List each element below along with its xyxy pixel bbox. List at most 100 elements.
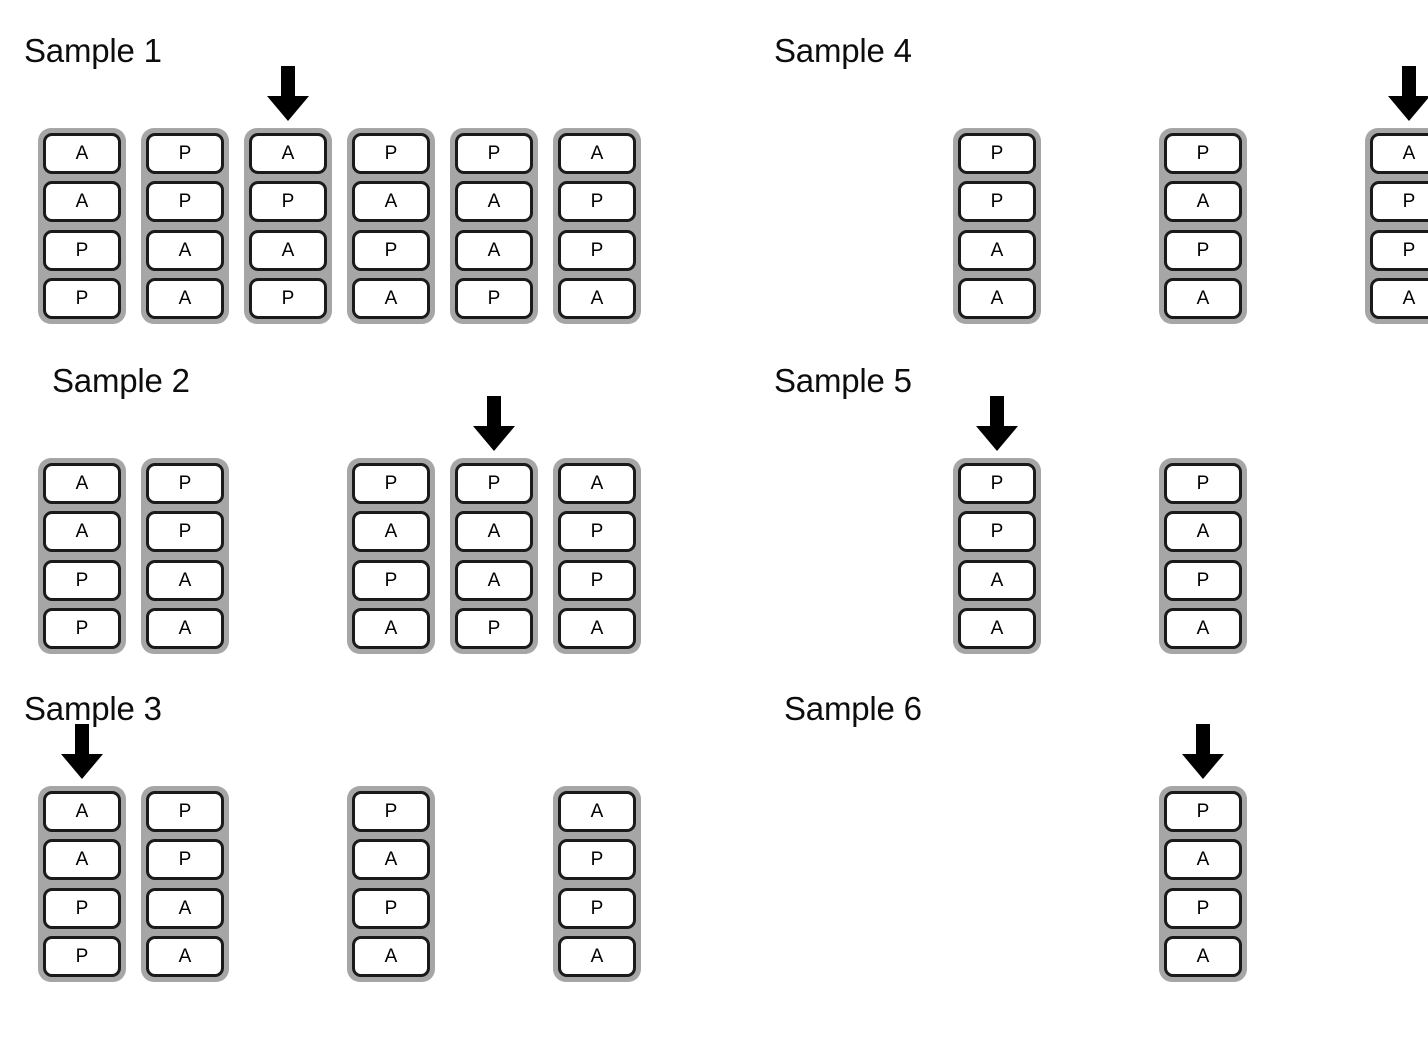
sequence-cell[interactable]: P — [43, 607, 121, 649]
sequence-cell[interactable]: P — [352, 887, 430, 929]
sequence-cell[interactable]: P — [455, 607, 533, 649]
sequence-cell[interactable]: P — [1164, 229, 1242, 271]
sequence-cell[interactable]: A — [43, 133, 121, 174]
sequence-cell[interactable]: A — [43, 181, 121, 223]
sequence-cell[interactable]: P — [43, 277, 121, 319]
sequence-cell[interactable]: P — [146, 463, 224, 504]
sequence-cell[interactable]: P — [1164, 463, 1242, 504]
sequence-cell[interactable]: A — [1370, 277, 1428, 319]
sequence-cell[interactable]: A — [558, 133, 636, 174]
sequence-cell[interactable]: A — [958, 607, 1036, 649]
sequence-cell[interactable]: P — [455, 133, 533, 174]
sequence-cell[interactable]: P — [352, 133, 430, 174]
sequence-cell[interactable]: P — [352, 791, 430, 832]
sequence-cell[interactable]: A — [958, 559, 1036, 601]
sequence-cell[interactable]: P — [558, 559, 636, 601]
sequence-cell[interactable]: P — [352, 463, 430, 504]
sequence-cell[interactable]: A — [352, 277, 430, 319]
sequence-cell[interactable]: A — [455, 229, 533, 271]
sequence-cell[interactable]: A — [1370, 133, 1428, 174]
sequence-cell[interactable]: A — [352, 839, 430, 881]
sequence-cell[interactable]: P — [558, 887, 636, 929]
sequence-cell[interactable]: P — [249, 181, 327, 223]
sequence-cell[interactable]: A — [1164, 935, 1242, 977]
sequence-cell[interactable]: A — [455, 511, 533, 553]
sequence-cell[interactable]: A — [43, 511, 121, 553]
sequence-cell[interactable]: A — [1164, 839, 1242, 881]
sequence-cell[interactable]: P — [43, 229, 121, 271]
sequence-cell[interactable]: A — [249, 229, 327, 271]
sequence-cell[interactable]: A — [43, 839, 121, 881]
sequence-cell[interactable]: P — [958, 181, 1036, 223]
sequence-cell[interactable]: A — [958, 277, 1036, 319]
sequence-cell[interactable]: A — [1164, 511, 1242, 553]
sequence-cell[interactable]: P — [558, 839, 636, 881]
sequence-cell[interactable]: P — [958, 511, 1036, 553]
sequence-cell[interactable]: P — [146, 839, 224, 881]
sequence-cell[interactable]: A — [146, 277, 224, 319]
sequence-cell[interactable]: A — [352, 181, 430, 223]
sequence-cell[interactable]: A — [146, 935, 224, 977]
sequence-cell[interactable]: P — [1164, 133, 1242, 174]
sequence-cell[interactable]: A — [352, 935, 430, 977]
sequence-cell[interactable]: P — [1370, 181, 1428, 223]
sequence-cell[interactable]: A — [558, 607, 636, 649]
sequence-cell[interactable]: A — [146, 887, 224, 929]
sequence-cell[interactable]: A — [43, 463, 121, 504]
sequence-cell[interactable]: A — [958, 229, 1036, 271]
sequence-cell[interactable]: A — [1164, 181, 1242, 223]
sequence-cell[interactable]: A — [558, 935, 636, 977]
sequence-cell[interactable]: P — [146, 511, 224, 553]
sequence-cell[interactable]: A — [146, 559, 224, 601]
sequence-cell[interactable]: P — [249, 277, 327, 319]
sequence-cell[interactable]: A — [558, 791, 636, 832]
sequence-cell[interactable]: A — [455, 559, 533, 601]
sequence-cell[interactable]: P — [146, 181, 224, 223]
sequence-cell[interactable]: P — [958, 133, 1036, 174]
sequence-cell[interactable]: A — [43, 791, 121, 832]
sequence-cell[interactable]: P — [958, 463, 1036, 504]
sequence-cell[interactable]: P — [146, 133, 224, 174]
sequence-cell[interactable]: P — [146, 791, 224, 832]
sequence-cell[interactable]: P — [43, 887, 121, 929]
sequence-cell[interactable]: P — [43, 935, 121, 977]
sequence-cell[interactable]: A — [249, 133, 327, 174]
sequence-cell[interactable]: P — [352, 559, 430, 601]
sequence-cell[interactable]: A — [455, 181, 533, 223]
sequence-cell[interactable]: A — [146, 229, 224, 271]
sequence-cell[interactable]: A — [146, 607, 224, 649]
sequence-cell[interactable]: P — [558, 229, 636, 271]
sequence-cell[interactable]: P — [352, 229, 430, 271]
sequence-cell[interactable]: P — [1164, 559, 1242, 601]
sequence-cell[interactable]: P — [455, 463, 533, 504]
sequence-cell[interactable]: A — [352, 511, 430, 553]
sequence-cell[interactable]: P — [1370, 229, 1428, 271]
sequence-cell[interactable]: P — [1164, 791, 1242, 832]
sequence-cell[interactable]: A — [352, 607, 430, 649]
sequence-cell[interactable]: A — [558, 463, 636, 504]
sequence-cell[interactable]: P — [43, 559, 121, 601]
sequence-cell[interactable]: P — [455, 277, 533, 319]
sequence-cell[interactable]: A — [558, 277, 636, 319]
sequence-cell[interactable]: P — [558, 181, 636, 223]
